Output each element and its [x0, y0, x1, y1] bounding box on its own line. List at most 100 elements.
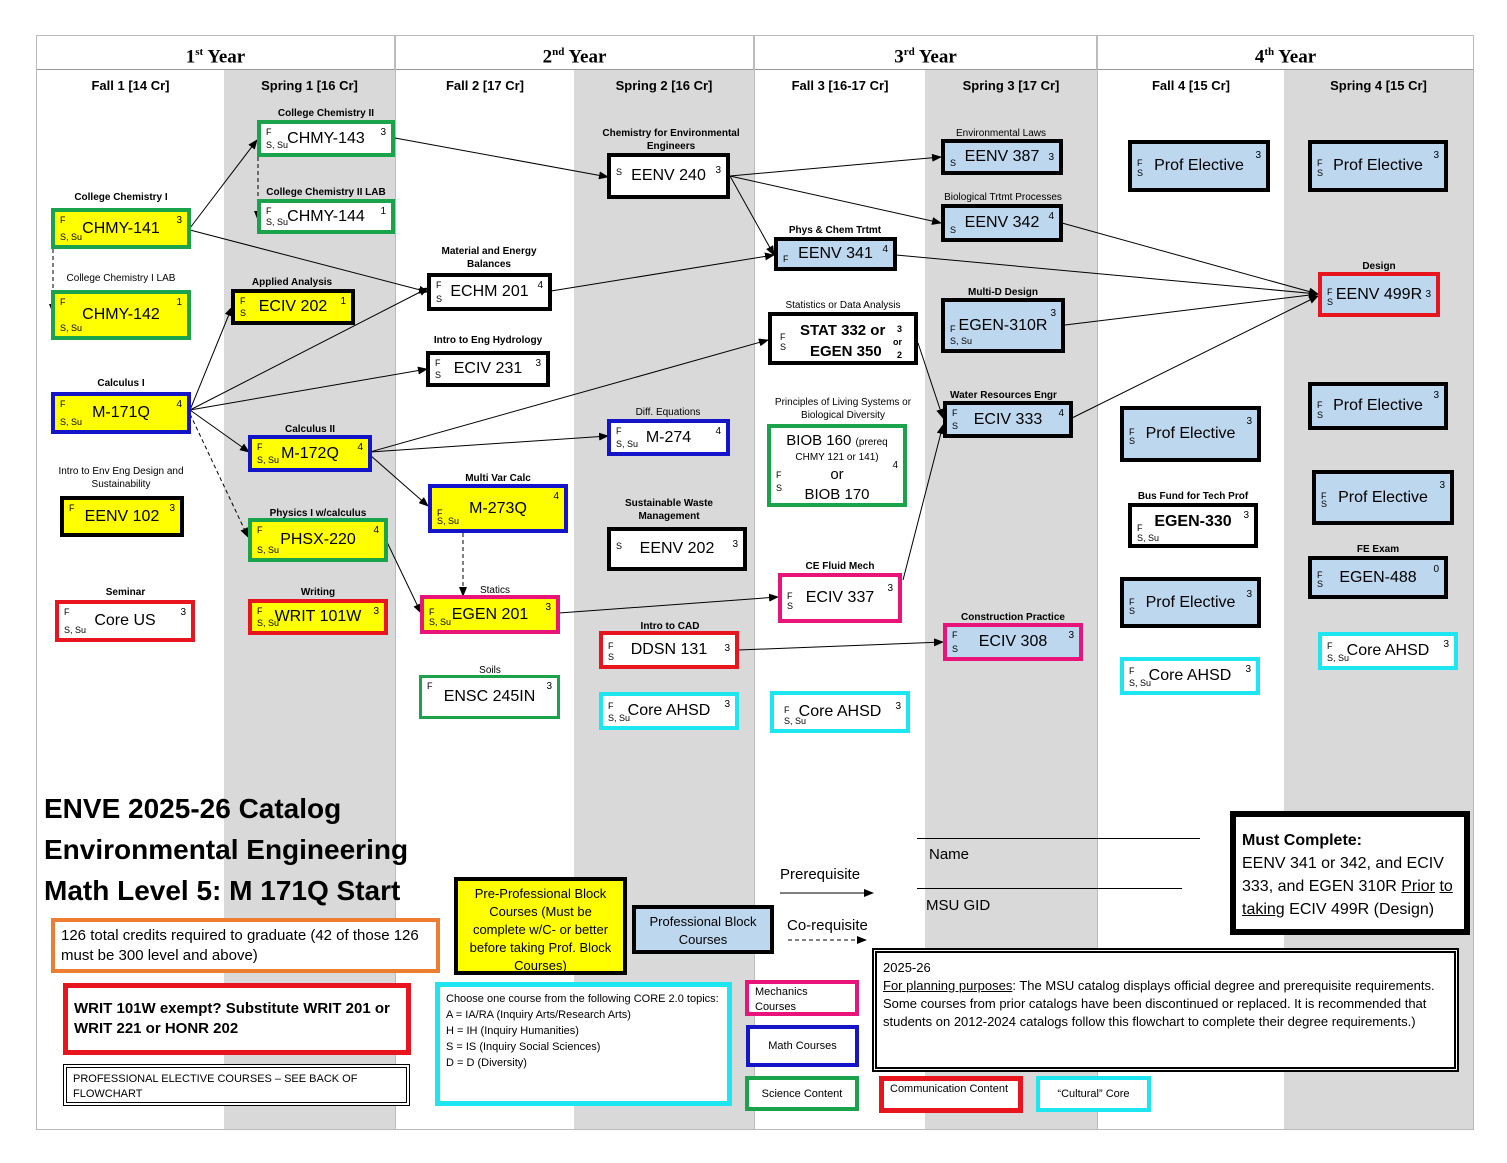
prof-elective-note: PROFESSIONAL ELECTIVE COURSES – SEE BACK… — [63, 1064, 410, 1106]
course-code: WRIT 101W — [274, 608, 362, 625]
course-code: CHMY-144 — [287, 207, 365, 225]
course-code: EENV 102 — [84, 507, 160, 525]
course-code: ECIV 231 — [453, 360, 523, 377]
year-divider — [1097, 36, 1098, 1129]
offered-fall: F — [784, 705, 790, 715]
offered-fall: F — [266, 127, 272, 137]
year-divider — [754, 36, 755, 1129]
planning-year: 2025-26 — [883, 960, 931, 975]
credits: 3 — [715, 165, 721, 176]
course-title: Intro to Eng Hydrology — [433, 335, 543, 346]
credits: 3 — [535, 358, 541, 369]
year-divider — [395, 36, 396, 1129]
semester-header: Fall 4 [15 Cr] — [1151, 78, 1231, 93]
credits: 0 — [1433, 564, 1439, 575]
credits: 3 — [380, 127, 386, 138]
credits: 3 — [1246, 416, 1252, 427]
semester-header: Fall 3 [16-17 Cr] — [791, 78, 889, 93]
offered-fall: F — [435, 358, 441, 368]
credits: 4 — [715, 426, 721, 437]
offered-spring: S — [787, 601, 794, 611]
offered-spring: S, Su — [257, 545, 280, 555]
course-biob-160-or-biob-170[interactable]: BIOB 160 (prereq CHMY 121 or 141) or BIO… — [767, 424, 907, 507]
credits: 4 — [892, 460, 898, 471]
course-title: Water Resources Engr — [950, 390, 1057, 401]
course-title: Construction Practice — [961, 612, 1065, 623]
course-title: College Chemistry I LAB — [66, 273, 176, 284]
course-code: Prof Elective — [1145, 593, 1236, 611]
arrow-prereq — [369, 338, 769, 453]
offered-fall: F — [257, 525, 263, 535]
arrow-prereq — [917, 342, 944, 419]
arrow-prereq — [189, 306, 233, 411]
course-title: Applied Analysis — [251, 277, 333, 288]
or-text: or — [830, 466, 844, 483]
legend-pre-professional: Pre-Professional Block Courses (Must be … — [454, 877, 627, 975]
core-topics-intro: Choose one course from the following COR… — [446, 993, 719, 1005]
semester-header: Spring 2 [16 Cr] — [615, 78, 713, 93]
course-title: Statistics or Data Analysis — [785, 300, 901, 311]
credits: 3 — [1068, 630, 1074, 641]
course-code: ECIV 202 — [258, 298, 328, 315]
offered-fall: F — [1317, 158, 1323, 168]
legend-science: Science Content — [745, 1076, 859, 1111]
offered-fall: F — [1321, 491, 1327, 501]
credits-or: or — [893, 337, 902, 347]
course-code: M-172Q — [281, 444, 339, 462]
arrow-prereq — [558, 593, 779, 614]
legend-prerequisite-label: Prerequisite — [780, 866, 861, 883]
offered-spring: S — [435, 370, 442, 380]
credits-alt: 2 — [896, 350, 902, 360]
course-code: Prof Elective — [1154, 157, 1244, 174]
offered-spring: S, Su — [257, 455, 280, 465]
credits: 1 — [380, 206, 386, 217]
arrow-prereq — [189, 366, 428, 411]
core-topic-h: H = IH (Inquiry Humanities) — [446, 1025, 579, 1037]
offered-fall: F — [69, 503, 75, 513]
course-title: Intro to CAD — [640, 621, 700, 632]
offered-spring: S, Su — [60, 232, 83, 242]
course-title: Environmental Laws — [955, 128, 1047, 139]
